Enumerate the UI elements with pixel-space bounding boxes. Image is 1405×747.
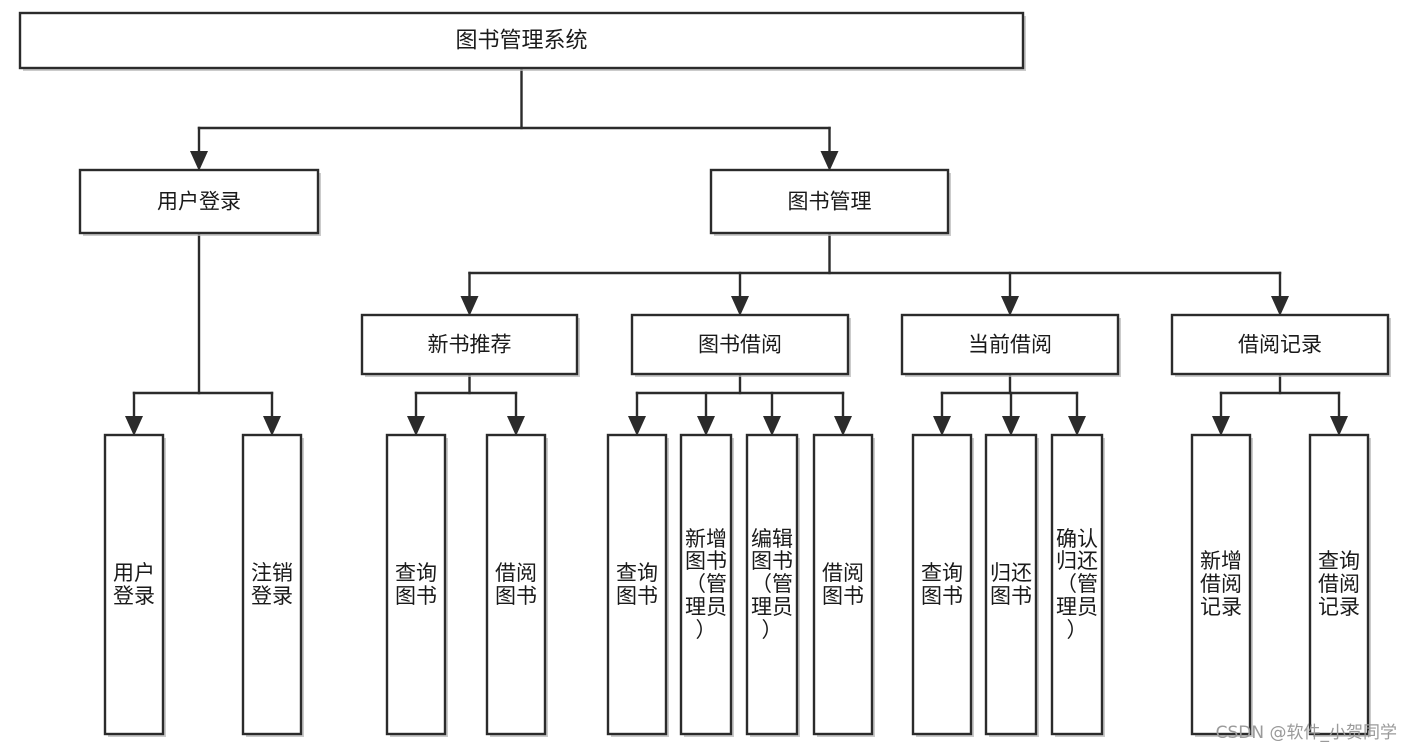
connector-root-to-level2 (190, 66, 839, 171)
node-rect[interactable] (360, 313, 579, 376)
node-rect[interactable] (1050, 433, 1104, 736)
node-label-book-borrow: 图书借阅 (698, 333, 782, 357)
node-leaf-confirm-return[interactable] (1050, 433, 1105, 737)
connector-borrow-record-to-leaves (1212, 372, 1348, 436)
node-rect[interactable] (78, 168, 320, 235)
node-user-login[interactable] (78, 168, 321, 236)
connector-book-borrow-to-leaves (628, 372, 852, 436)
node-label-new-book-rec: 新书推荐 (428, 333, 512, 357)
node-leaf-add-book[interactable] (679, 433, 734, 737)
node-rect[interactable] (385, 433, 447, 736)
node-leaf-query-record[interactable] (1308, 433, 1371, 737)
arrow-head-icon (460, 296, 479, 316)
node-rect[interactable] (630, 313, 850, 376)
node-root[interactable] (18, 11, 1026, 71)
node-label-root: 图书管理系统 (455, 29, 587, 54)
node-leaf-query-book-2[interactable] (606, 433, 669, 737)
node-rect[interactable] (900, 313, 1120, 376)
node-leaf-add-record[interactable] (1190, 433, 1253, 737)
arrow-head-icon (820, 151, 839, 171)
arrow-head-icon (1001, 296, 1019, 316)
node-rect[interactable] (984, 433, 1038, 736)
node-rect[interactable] (485, 433, 547, 736)
arrow-head-icon (1271, 296, 1289, 316)
node-book-manage[interactable] (709, 168, 951, 236)
connector-book-manage-to-level3 (460, 231, 1289, 316)
node-leaf-user-login[interactable] (103, 433, 166, 737)
node-rect[interactable] (241, 433, 303, 736)
node-leaf-borrow-book-2[interactable] (812, 433, 875, 737)
arrow-head-icon (731, 296, 749, 316)
node-rect[interactable] (911, 433, 973, 736)
arrow-head-icon (1330, 416, 1348, 436)
arrow-head-icon (407, 416, 425, 436)
arrow-head-icon (763, 416, 781, 436)
node-rect[interactable] (18, 11, 1025, 70)
node-borrow-record[interactable] (1170, 313, 1391, 377)
node-leaf-logout[interactable] (241, 433, 304, 737)
connector-new-book-rec-to-leaves (407, 372, 525, 436)
arrow-head-icon (263, 416, 281, 436)
node-layer (18, 11, 1391, 737)
node-rect[interactable] (1308, 433, 1370, 736)
arrow-head-icon (628, 416, 646, 436)
node-leaf-edit-book[interactable] (745, 433, 800, 737)
connector-user-login-to-leaves (125, 231, 281, 436)
node-new-book-rec[interactable] (360, 313, 580, 377)
node-rect[interactable] (606, 433, 668, 736)
node-leaf-borrow-book-1[interactable] (485, 433, 548, 737)
node-leaf-query-book-3[interactable] (911, 433, 974, 737)
node-rect[interactable] (745, 433, 799, 736)
connector-layer (125, 66, 1348, 436)
node-current-borrow[interactable] (900, 313, 1121, 377)
node-leaf-query-book-1[interactable] (385, 433, 448, 737)
arrow-head-icon (190, 151, 208, 171)
node-label-borrow-record: 借阅记录 (1238, 333, 1322, 357)
arrow-head-icon (834, 416, 852, 436)
node-rect[interactable] (1190, 433, 1252, 736)
arrow-head-icon (933, 416, 951, 436)
node-rect[interactable] (679, 433, 733, 736)
node-book-borrow[interactable] (630, 313, 851, 377)
watermark-text: CSDN @软件_小贺同学 (1215, 723, 1397, 743)
node-label-book-manage: 图书管理 (788, 190, 872, 214)
arrow-head-icon (1002, 416, 1020, 436)
node-label-user-login: 用户登录 (157, 190, 241, 214)
node-label-current-borrow: 当前借阅 (968, 333, 1052, 357)
node-rect[interactable] (812, 433, 874, 736)
arrow-head-icon (1068, 416, 1086, 436)
arrow-head-icon (507, 416, 525, 436)
node-leaf-return-book[interactable] (984, 433, 1039, 737)
node-rect[interactable] (1170, 313, 1390, 376)
arrow-head-icon (125, 416, 143, 436)
arrow-head-icon (1212, 416, 1230, 436)
node-rect[interactable] (103, 433, 165, 736)
node-rect[interactable] (709, 168, 950, 235)
connector-current-borrow-to-leaves (933, 372, 1086, 436)
arrow-head-icon (697, 416, 715, 436)
